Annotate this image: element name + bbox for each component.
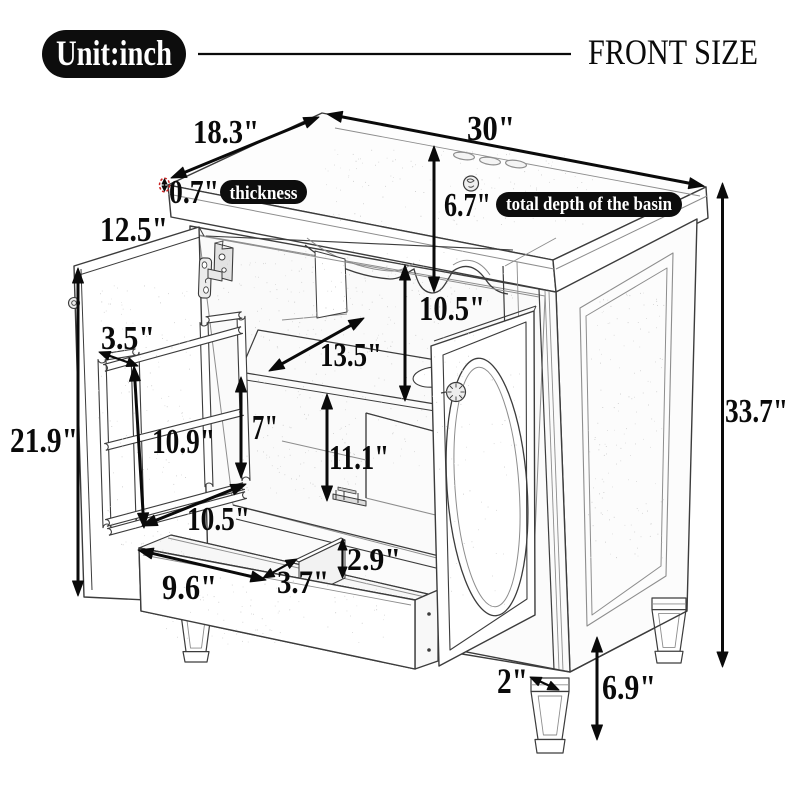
svg-text:Unit:inch: Unit:inch (56, 33, 172, 73)
svg-text:11.1": 11.1" (329, 438, 389, 477)
svg-text:10.5": 10.5" (187, 501, 250, 538)
svg-text:18.3": 18.3" (193, 114, 259, 151)
svg-text:10.5": 10.5" (419, 289, 485, 328)
svg-text:10.9": 10.9" (152, 422, 215, 461)
svg-text:3.5": 3.5" (101, 320, 155, 357)
svg-text:9.6": 9.6" (162, 568, 217, 607)
svg-text:FRONT SIZE: FRONT SIZE (588, 32, 758, 72)
svg-text:6.7": 6.7" (444, 187, 491, 224)
svg-text:21.9": 21.9" (10, 421, 78, 460)
svg-text:0.7": 0.7" (169, 174, 219, 211)
svg-text:13.5": 13.5" (320, 337, 382, 374)
svg-text:33.7": 33.7" (725, 393, 788, 430)
svg-text:3.7": 3.7" (277, 565, 329, 601)
svg-text:2": 2" (497, 661, 528, 701)
svg-text:thickness: thickness (230, 183, 298, 204)
svg-text:2.9": 2.9" (347, 541, 401, 577)
svg-text:12.5": 12.5" (100, 210, 168, 249)
svg-text:7": 7" (252, 408, 278, 447)
svg-text:total depth of the basin: total depth of the basin (506, 194, 672, 215)
svg-text:6.9": 6.9" (602, 668, 656, 707)
svg-text:30": 30" (467, 109, 515, 148)
